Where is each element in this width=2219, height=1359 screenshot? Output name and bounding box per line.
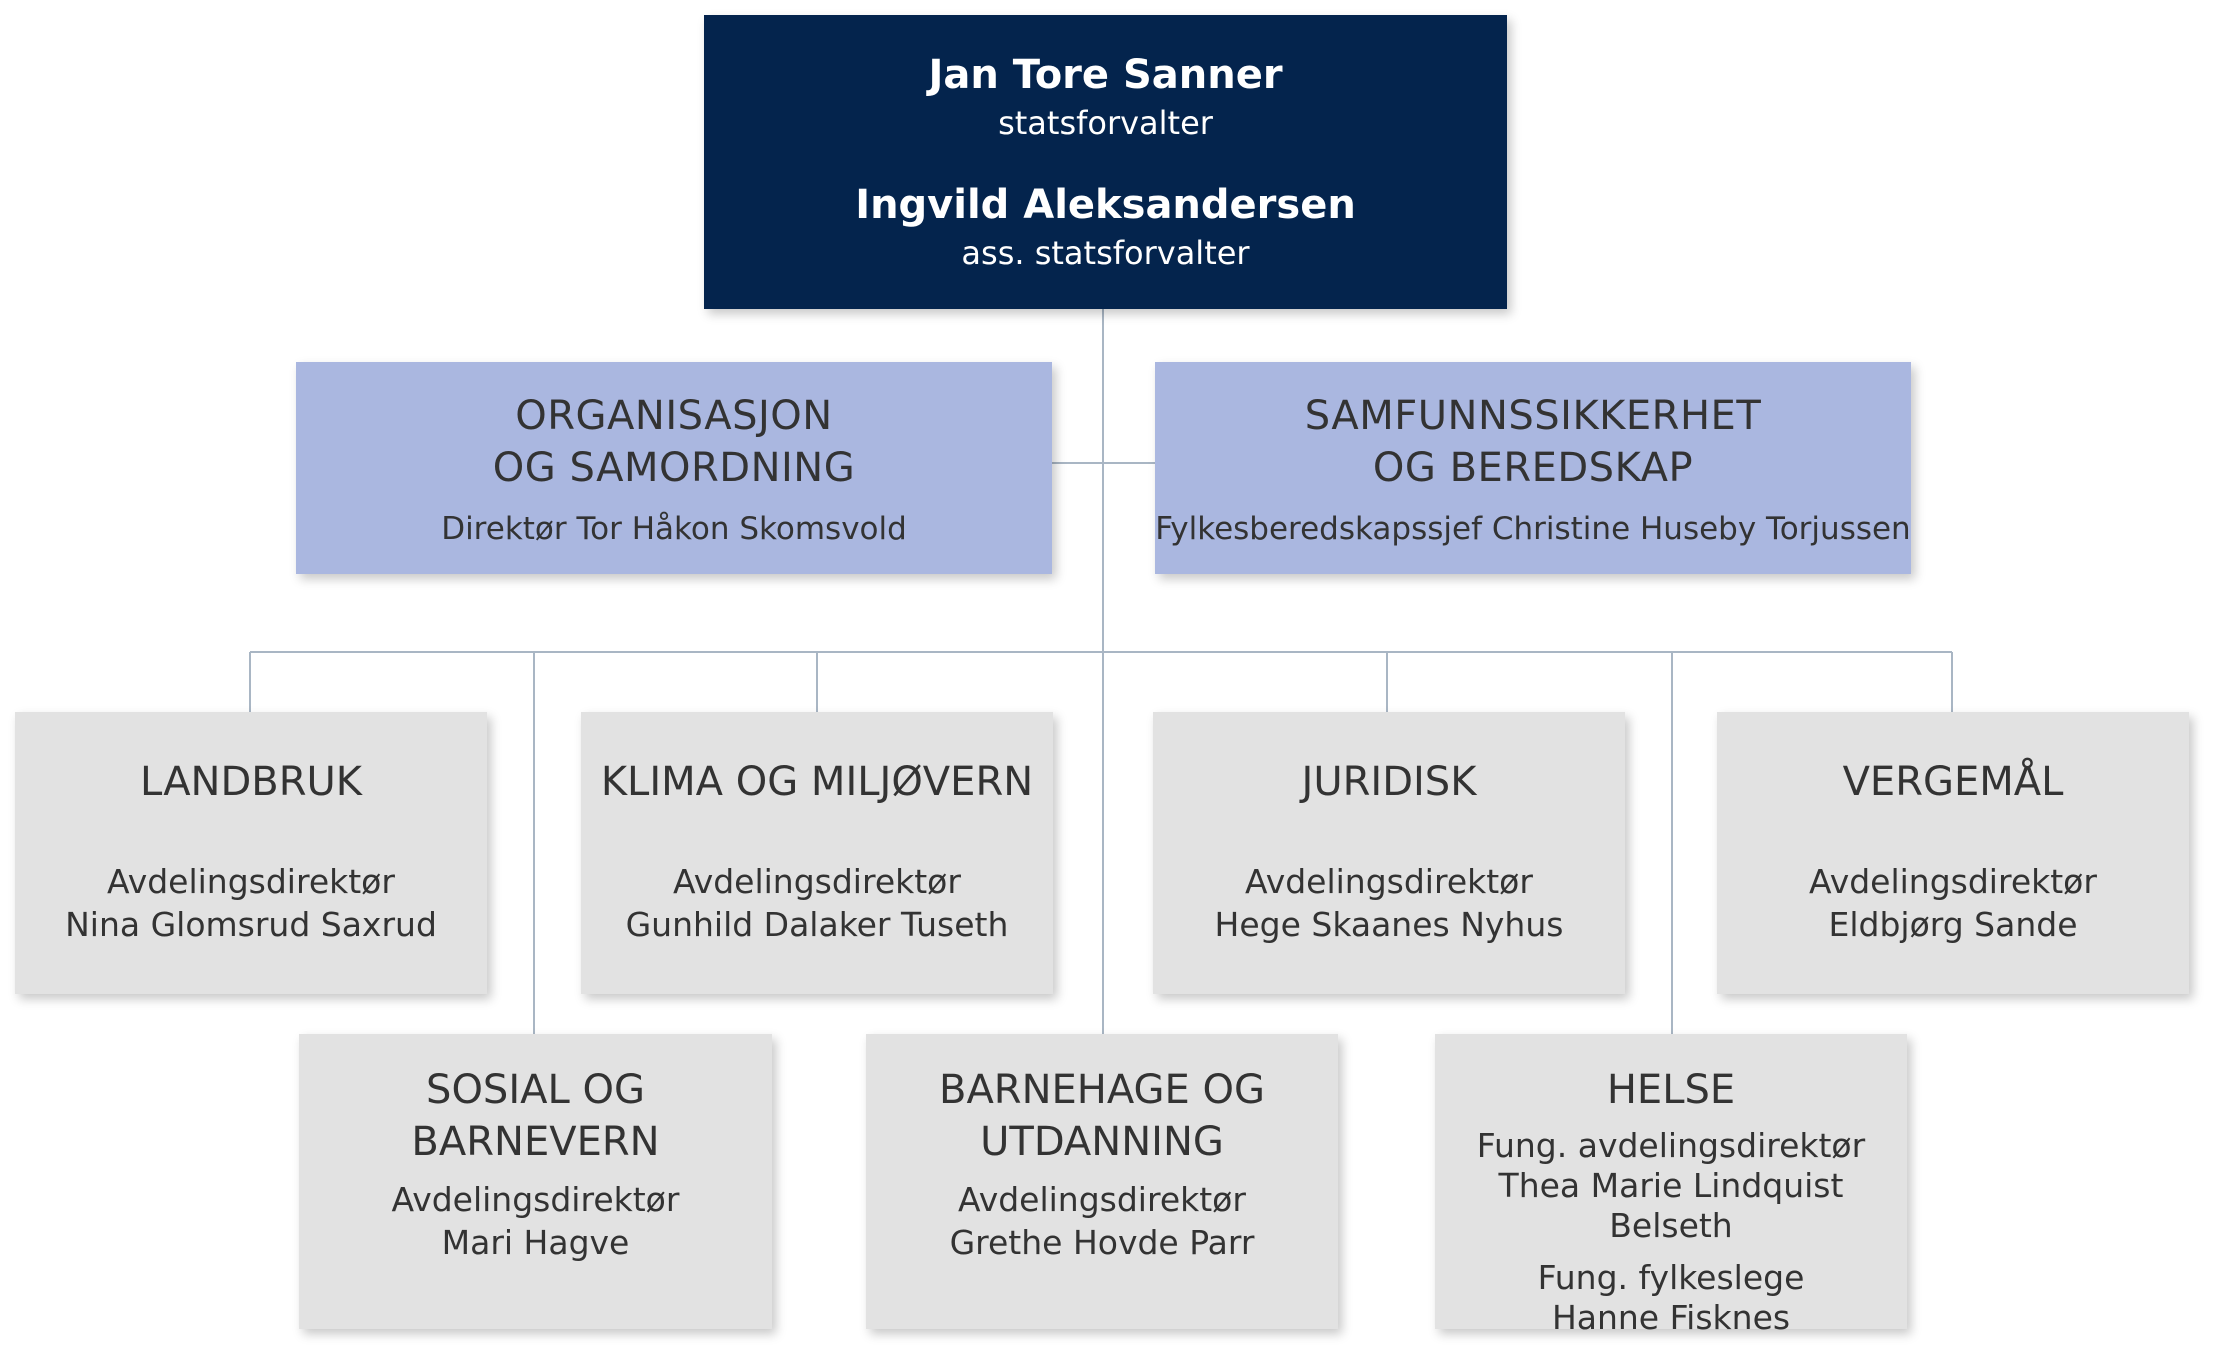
department-head: Eldbjørg Sande	[1828, 905, 2078, 944]
assistant-role: ass. statsforvalter	[961, 234, 1250, 272]
department-title-line2: UTDANNING	[980, 1119, 1224, 1165]
department-box-helse: HELSE Fung. avdelingsdirektør Thea Marie…	[1435, 1034, 1907, 1337]
department-box-sosial-og-barnevern: SOSIAL OG BARNEVERN Avdelingsdirektør Ma…	[299, 1034, 772, 1329]
department-title-line1: SOSIAL OG	[426, 1067, 645, 1113]
department-box-landbruk: LANDBRUK Avdelingsdirektør Nina Glomsrud…	[15, 712, 487, 994]
department-head-2: Hanne Fisknes	[1551, 1298, 1791, 1337]
department-title: JURIDISK	[1301, 759, 1477, 805]
staff-head: Direktør Tor Håkon Skomsvold	[441, 511, 907, 547]
department-head: Nina Glomsrud Saxrud	[65, 905, 437, 944]
department-head: Mari Hagve	[441, 1223, 630, 1262]
department-role: Avdelingsdirektør	[107, 862, 395, 901]
department-box-klima-og-miljovern: KLIMA OG MILJØVERN Avdelingsdirektør Gun…	[581, 712, 1053, 994]
department-head: Grethe Hovde Parr	[949, 1223, 1255, 1262]
department-role: Avdelingsdirektør	[391, 1180, 680, 1219]
department-title: VERGEMÅL	[1842, 759, 2064, 805]
director-name: Jan Tore Sanner	[928, 52, 1283, 98]
department-title-line2: BARNEVERN	[411, 1119, 660, 1165]
staff-title-line2: OG BEREDSKAP	[1372, 445, 1694, 491]
department-role: Avdelingsdirektør	[673, 862, 961, 901]
department-box-juridisk: JURIDISK Avdelingsdirektør Hege Skaanes …	[1153, 712, 1625, 994]
department-role-2: Fung. fylkeslege	[1537, 1258, 1805, 1297]
department-role: Avdelingsdirektør	[1245, 862, 1533, 901]
department-role-1: Fung. avdelingsdirektør	[1476, 1126, 1866, 1165]
staff-head: Fylkesberedskapssjef Christine Huseby To…	[1155, 511, 1911, 547]
staff-title-line2: OG SAMORDNING	[492, 445, 856, 491]
department-title: HELSE	[1606, 1067, 1736, 1113]
department-head: Hege Skaanes Nyhus	[1214, 905, 1564, 944]
staff-title-line1: ORGANISASJON	[515, 393, 833, 439]
department-head-1: Thea Marie Lindquist Belseth	[1498, 1166, 1844, 1245]
department-box-barnehage-og-utdanning: BARNEHAGE OG UTDANNING Avdelingsdirektør…	[866, 1034, 1338, 1329]
department-title-line1: BARNEHAGE OG	[939, 1067, 1265, 1113]
assistant-name: Ingvild Aleksandersen	[855, 182, 1356, 228]
department-head: Gunhild Dalaker Tuseth	[625, 905, 1009, 944]
department-role: Avdelingsdirektør	[1809, 862, 2097, 901]
staff-box-samfunnssikkerhet: SAMFUNNSSIKKERHET OG BEREDSKAP Fylkesber…	[1155, 362, 1911, 574]
department-box-vergemal: VERGEMÅL Avdelingsdirektør Eldbjørg Sand…	[1717, 712, 2189, 994]
statsforvalter-box: Jan Tore Sanner statsforvalter Ingvild A…	[704, 15, 1507, 309]
department-role: Avdelingsdirektør	[958, 1180, 1246, 1219]
department-title: LANDBRUK	[139, 759, 363, 805]
director-role: statsforvalter	[998, 104, 1213, 142]
department-title: KLIMA OG MILJØVERN	[600, 759, 1034, 805]
staff-title-line1: SAMFUNNSSIKKERHET	[1304, 393, 1762, 439]
staff-box-organisasjon: ORGANISASJON OG SAMORDNING Direktør Tor …	[296, 362, 1052, 574]
